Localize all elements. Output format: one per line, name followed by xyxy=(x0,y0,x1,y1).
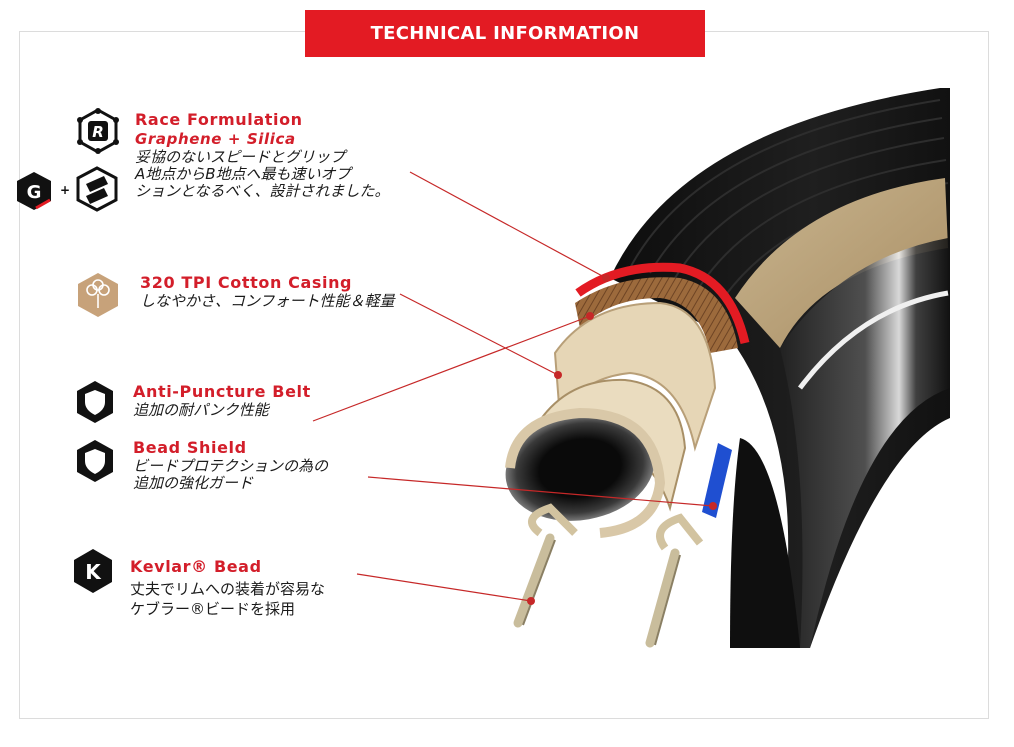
svg-text:K: K xyxy=(85,560,102,584)
feature-title: Kevlar® Bead xyxy=(130,557,262,576)
tire-cross-section-illustration xyxy=(505,88,950,648)
feature-race-formulation: Race Formulation Graphene + Silica 妥協のない… xyxy=(135,110,390,200)
svg-text:R: R xyxy=(92,123,104,141)
shield-icon xyxy=(77,381,113,423)
feature-desc-line: A地点からB地点へ最も速いオプ xyxy=(135,165,351,183)
shield-icon xyxy=(77,440,113,482)
feature-title: Bead Shield xyxy=(133,438,247,457)
feature-desc-line: しなやかさ、コンフォート性能＆軽量 xyxy=(140,292,395,310)
feature-kevlar-bead: Kevlar® Bead 丈夫でリムへの装着が容易な ケブラー®ビードを採用 xyxy=(130,557,325,618)
feature-bead-shield: Bead Shield ビードプロテクションの為の 追加の強化ガード xyxy=(133,438,328,492)
feature-desc-line: 追加の強化ガード xyxy=(133,474,254,492)
race-formula-r-icon: R xyxy=(77,108,119,154)
silica-icon xyxy=(76,166,118,212)
section-header: TECHNICAL INFORMATION xyxy=(305,10,705,57)
feature-title: Anti-Puncture Belt xyxy=(133,382,311,401)
feature-desc-line: ションとなるべく、設計されました。 xyxy=(135,182,390,200)
feature-desc-line: 追加の耐パンク性能 xyxy=(133,401,269,419)
feature-anti-puncture-belt: Anti-Puncture Belt 追加の耐パンク性能 xyxy=(133,382,311,419)
plus-sign: + xyxy=(60,183,71,197)
svg-text:G: G xyxy=(27,182,42,203)
feature-subtitle: Graphene + Silica xyxy=(135,130,296,148)
feature-desc-line: 丈夫でリムへの装着が容易な xyxy=(130,580,326,598)
feature-title: 320 TPI Cotton Casing xyxy=(140,273,353,292)
section-title: TECHNICAL INFORMATION xyxy=(370,23,640,44)
kevlar-k-icon: K xyxy=(74,549,112,593)
feature-title: Race Formulation xyxy=(135,110,303,129)
feature-desc-line: ケブラー®ビードを採用 xyxy=(130,600,296,618)
graphene-g-icon: G xyxy=(17,172,51,210)
cotton-plant-icon xyxy=(78,273,118,317)
feature-desc-line: ビードプロテクションの為の xyxy=(133,457,329,475)
feature-cotton-casing: 320 TPI Cotton Casing しなやかさ、コンフォート性能＆軽量 xyxy=(140,273,395,310)
feature-desc-line: 妥協のないスピードとグリップ xyxy=(135,148,346,166)
